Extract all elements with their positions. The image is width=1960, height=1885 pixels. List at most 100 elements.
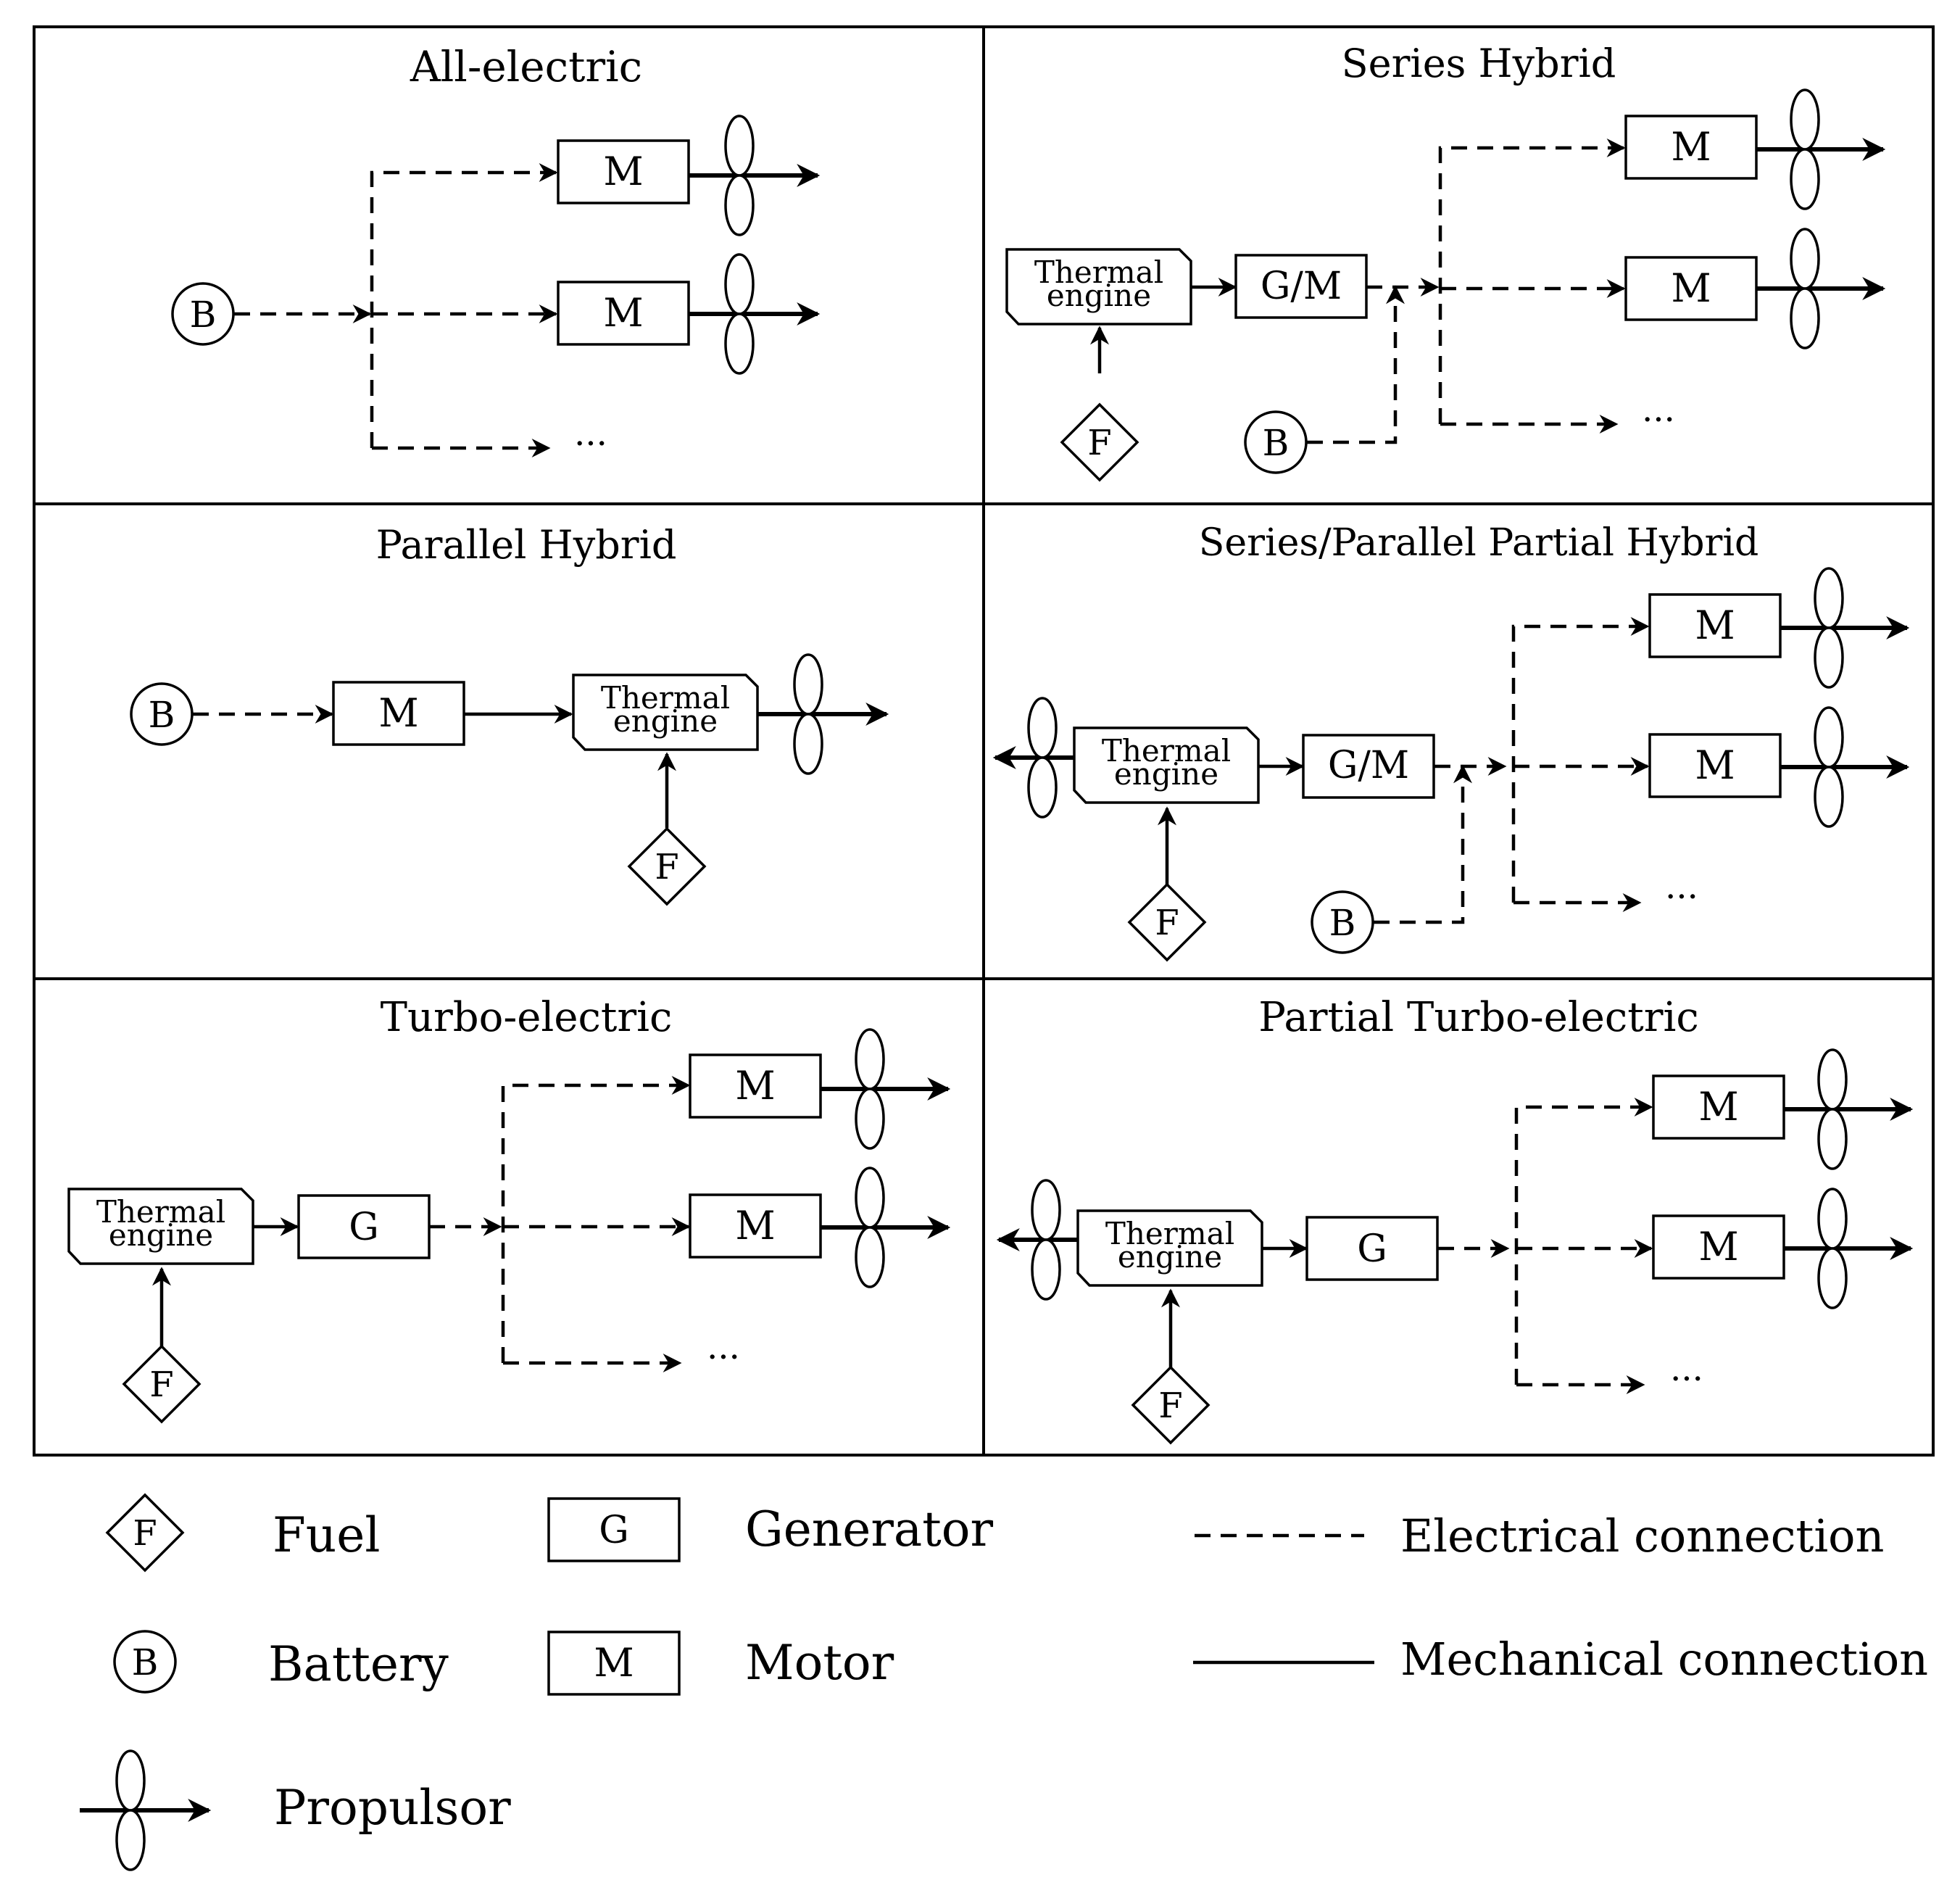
svg-text:G: G [1357, 1227, 1387, 1271]
battery: B [1311, 890, 1374, 954]
svg-text:B: B [1263, 422, 1290, 464]
svg-text:M: M [594, 1640, 634, 1686]
motor: M [1624, 115, 1758, 180]
motor: M [1652, 1214, 1785, 1280]
legend-fuel: F Fuel [105, 1493, 380, 1573]
legend-electrical: Electrical connection [1195, 1509, 1884, 1562]
fuel: F [1127, 882, 1207, 962]
motor: M [1648, 733, 1782, 798]
svg-text:Thermal: Thermal [1034, 254, 1163, 290]
legend-propulsor: Propulsor [80, 1749, 511, 1871]
legend-generator-label: Generator [745, 1501, 994, 1557]
generator: G [1305, 1216, 1439, 1281]
svg-text:M: M [1698, 1224, 1738, 1269]
svg-text:G/M: G/M [1328, 744, 1409, 787]
thermal-engine: Thermal engine [572, 674, 759, 751]
fuel: F [1060, 402, 1139, 482]
svg-text:G/M: G/M [1261, 265, 1342, 308]
svg-text:B: B [190, 294, 217, 336]
thermal-engine: Thermal engine [67, 1188, 254, 1265]
propulsor-icon [80, 1749, 212, 1871]
svg-text:F: F [133, 1513, 157, 1554]
ellipsis: ··· [574, 423, 607, 464]
legend-motor: M Motor [547, 1631, 894, 1696]
propulsor-icon [992, 697, 1074, 819]
svg-text:engine: engine [1114, 756, 1218, 792]
panel-parallel-hybrid: B M Thermal engine F [130, 653, 889, 906]
svg-text:M: M [603, 290, 643, 336]
generator: G [297, 1194, 431, 1259]
svg-text:B: B [149, 694, 175, 736]
svg-text:M: M [735, 1203, 775, 1248]
svg-text:engine: engine [1047, 278, 1151, 313]
legend-mechanical-label: Mechanical connection [1400, 1633, 1928, 1686]
legend-fuel-label: Fuel [273, 1507, 380, 1563]
legend-battery: B Battery [113, 1630, 449, 1694]
svg-text:F: F [655, 847, 678, 887]
legend-electrical-label: Electrical connection [1400, 1509, 1884, 1562]
propulsor-icon [996, 1179, 1078, 1301]
svg-text:F: F [1155, 903, 1179, 943]
thermal-engine: Thermal engine [1005, 248, 1192, 326]
panel-title-series-hybrid: Series Hybrid [1342, 41, 1616, 86]
legend-motor-label: Motor [745, 1635, 894, 1691]
fuel: F [1131, 1365, 1211, 1445]
svg-text:Thermal: Thermal [96, 1194, 225, 1230]
legend-battery-label: Battery [268, 1636, 449, 1692]
svg-text:M: M [378, 690, 418, 736]
svg-text:M: M [1695, 742, 1735, 788]
propulsor-icon [821, 1028, 951, 1150]
propulsor-icon [1756, 88, 1886, 210]
svg-text:M: M [1695, 602, 1735, 648]
svg-text:F: F [1158, 1385, 1182, 1426]
propulsor-icon [1784, 1048, 1914, 1170]
svg-text:F: F [1087, 423, 1111, 463]
propulsor-icon [1784, 1188, 1914, 1309]
battery: B [1244, 410, 1308, 474]
propulsor-icon [757, 653, 889, 775]
propulsor-icon [821, 1167, 951, 1288]
motor: M [332, 681, 465, 746]
legend: F Fuel B Battery Propulsor G Generator M… [80, 1493, 1928, 1871]
propulsor-icon [1780, 567, 1910, 689]
ellipsis: ··· [707, 1337, 740, 1378]
legend-propulsor-label: Propulsor [274, 1780, 511, 1836]
svg-text:B: B [1329, 902, 1356, 944]
svg-text:G: G [349, 1206, 379, 1249]
propulsor-icon [689, 253, 821, 375]
legend-mechanical: Mechanical connection [1193, 1633, 1928, 1686]
svg-text:M: M [1698, 1084, 1738, 1130]
panel-series-parallel-partial-hybrid: Thermal engine G/M F B M M ··· [992, 567, 1910, 962]
svg-text:B: B [132, 1641, 159, 1683]
panel-title-series-parallel: Series/Parallel Partial Hybrid [1199, 521, 1759, 565]
svg-text:Thermal: Thermal [1105, 1216, 1234, 1251]
motor: M [689, 1193, 822, 1259]
generator-motor: G/M [1302, 734, 1435, 799]
battery: B [130, 682, 194, 746]
ellipsis: ··· [1670, 1359, 1703, 1399]
panel-turbo-electric: Thermal engine G F M M ··· [67, 1028, 951, 1424]
svg-text:engine: engine [109, 1217, 213, 1253]
svg-text:Thermal: Thermal [601, 680, 730, 716]
motor: M [557, 281, 690, 346]
svg-text:M: M [735, 1063, 775, 1109]
svg-text:G: G [599, 1509, 629, 1552]
generator-motor: G/M [1234, 254, 1368, 319]
thermal-engine: Thermal engine [1076, 1209, 1263, 1287]
svg-text:Thermal: Thermal [1102, 733, 1231, 768]
motor: M [557, 139, 690, 204]
svg-text:M: M [1671, 265, 1711, 311]
panel-title-all-electric: All-electric [410, 42, 642, 91]
motor: M [1624, 256, 1758, 321]
fuel: F [627, 826, 707, 906]
legend-generator: G Generator [547, 1497, 994, 1562]
panel-grid [33, 25, 1935, 1457]
motor: M [1648, 593, 1782, 658]
motor: M [1652, 1074, 1785, 1140]
panel-title-parallel-hybrid: Parallel Hybrid [376, 522, 677, 568]
svg-text:engine: engine [1118, 1239, 1222, 1275]
thermal-engine: Thermal engine [1073, 726, 1260, 804]
propulsor-icon [1756, 228, 1886, 349]
propulsor-icon [689, 115, 821, 236]
